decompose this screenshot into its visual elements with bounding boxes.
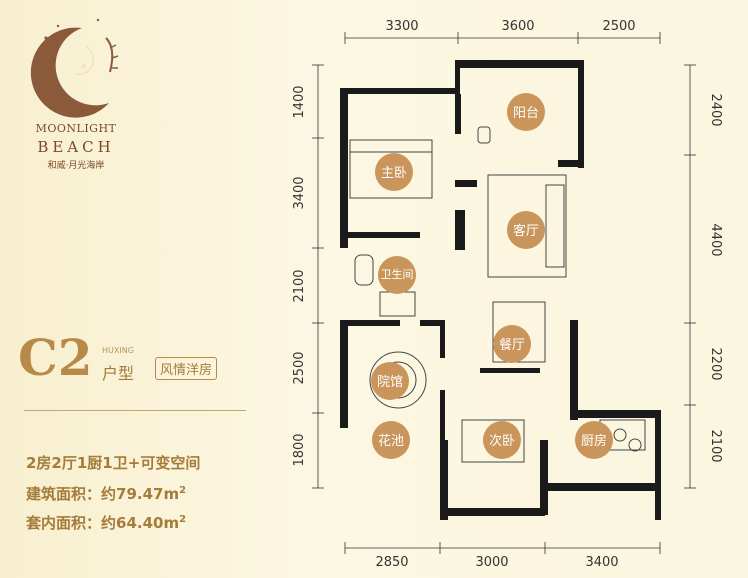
moon-logo-icon [30, 18, 119, 118]
dim-right-1: 2400 [708, 93, 723, 126]
room-kitchen: 厨房 [581, 433, 607, 449]
brand-name-line1: MOONLIGHT [35, 122, 117, 135]
walls [340, 60, 661, 520]
spec-gross-area: 建筑面积：约79.47m2 [26, 485, 187, 503]
dim-right-3: 2200 [708, 347, 723, 380]
room-dining-room: 餐厅 [499, 337, 525, 353]
dim-right-2: 4400 [708, 223, 723, 256]
dim-bottom-3: 3400 [585, 555, 618, 570]
master-bedroom-marker [375, 153, 413, 191]
brand-name-line2: BEACH [37, 138, 115, 156]
unit-label-cn: 户型 [102, 364, 135, 383]
room-master-bedroom: 主卧 [381, 166, 407, 181]
unit-code: C2 [18, 328, 93, 387]
info-panel: MOONLIGHT BEACH 和威·月光海岸 C2 HUXING 户型 风情洋… [0, 0, 250, 578]
dim-bottom-2: 3000 [475, 555, 508, 570]
planter-marker [372, 421, 410, 459]
brand-name-cn: 和威·月光海岸 [47, 161, 105, 171]
dim-bottom-1: 2850 [375, 555, 408, 570]
courtyard-marker [371, 362, 409, 400]
unit-label-en: HUXING [102, 346, 134, 355]
dimension-lines [312, 32, 696, 554]
balcony-marker [507, 93, 545, 131]
room-courtyard: 院馆 [377, 375, 403, 390]
dim-left-3: 2100 [292, 269, 307, 302]
room-bathroom: 卫生间 [381, 267, 414, 281]
divider [24, 410, 246, 411]
room-second-bedroom: 次卧 [489, 433, 515, 449]
unit-style-tag: 风情洋房 [155, 357, 218, 380]
spec-net-area: 套内面积：约64.40m2 [26, 514, 187, 532]
room-balcony: 阳台 [513, 106, 539, 121]
kitchen-marker [575, 421, 613, 459]
room-planter: 花池 [378, 433, 404, 449]
second-bedroom-marker [483, 421, 521, 459]
dim-top-3: 2500 [602, 19, 635, 34]
dim-left-2: 3400 [292, 176, 307, 209]
dim-top-1: 3300 [385, 19, 418, 34]
dimension-labels: 3300 3600 2500 2850 3000 3400 1400 3400 … [292, 19, 723, 570]
dim-right-4: 2100 [708, 429, 723, 462]
dim-top-2: 3600 [501, 19, 534, 34]
room-living-room: 客厅 [513, 223, 539, 239]
dim-left-5: 1800 [292, 433, 307, 466]
dim-left-4: 2500 [292, 351, 307, 384]
bathroom-marker [378, 256, 416, 294]
dining-room-marker [493, 325, 531, 363]
floor-plan: 3300 3600 2500 2850 3000 3400 1400 3400 … [292, 19, 723, 570]
living-room-marker [507, 211, 545, 249]
spec-layout: 2房2厅1厨1卫+可变空间 [26, 454, 201, 472]
room-labels: 阳台 主卧 客厅 卫生间 餐厅 院馆 花池 次卧 厨房 [371, 93, 613, 459]
dim-left-1: 1400 [292, 85, 307, 118]
